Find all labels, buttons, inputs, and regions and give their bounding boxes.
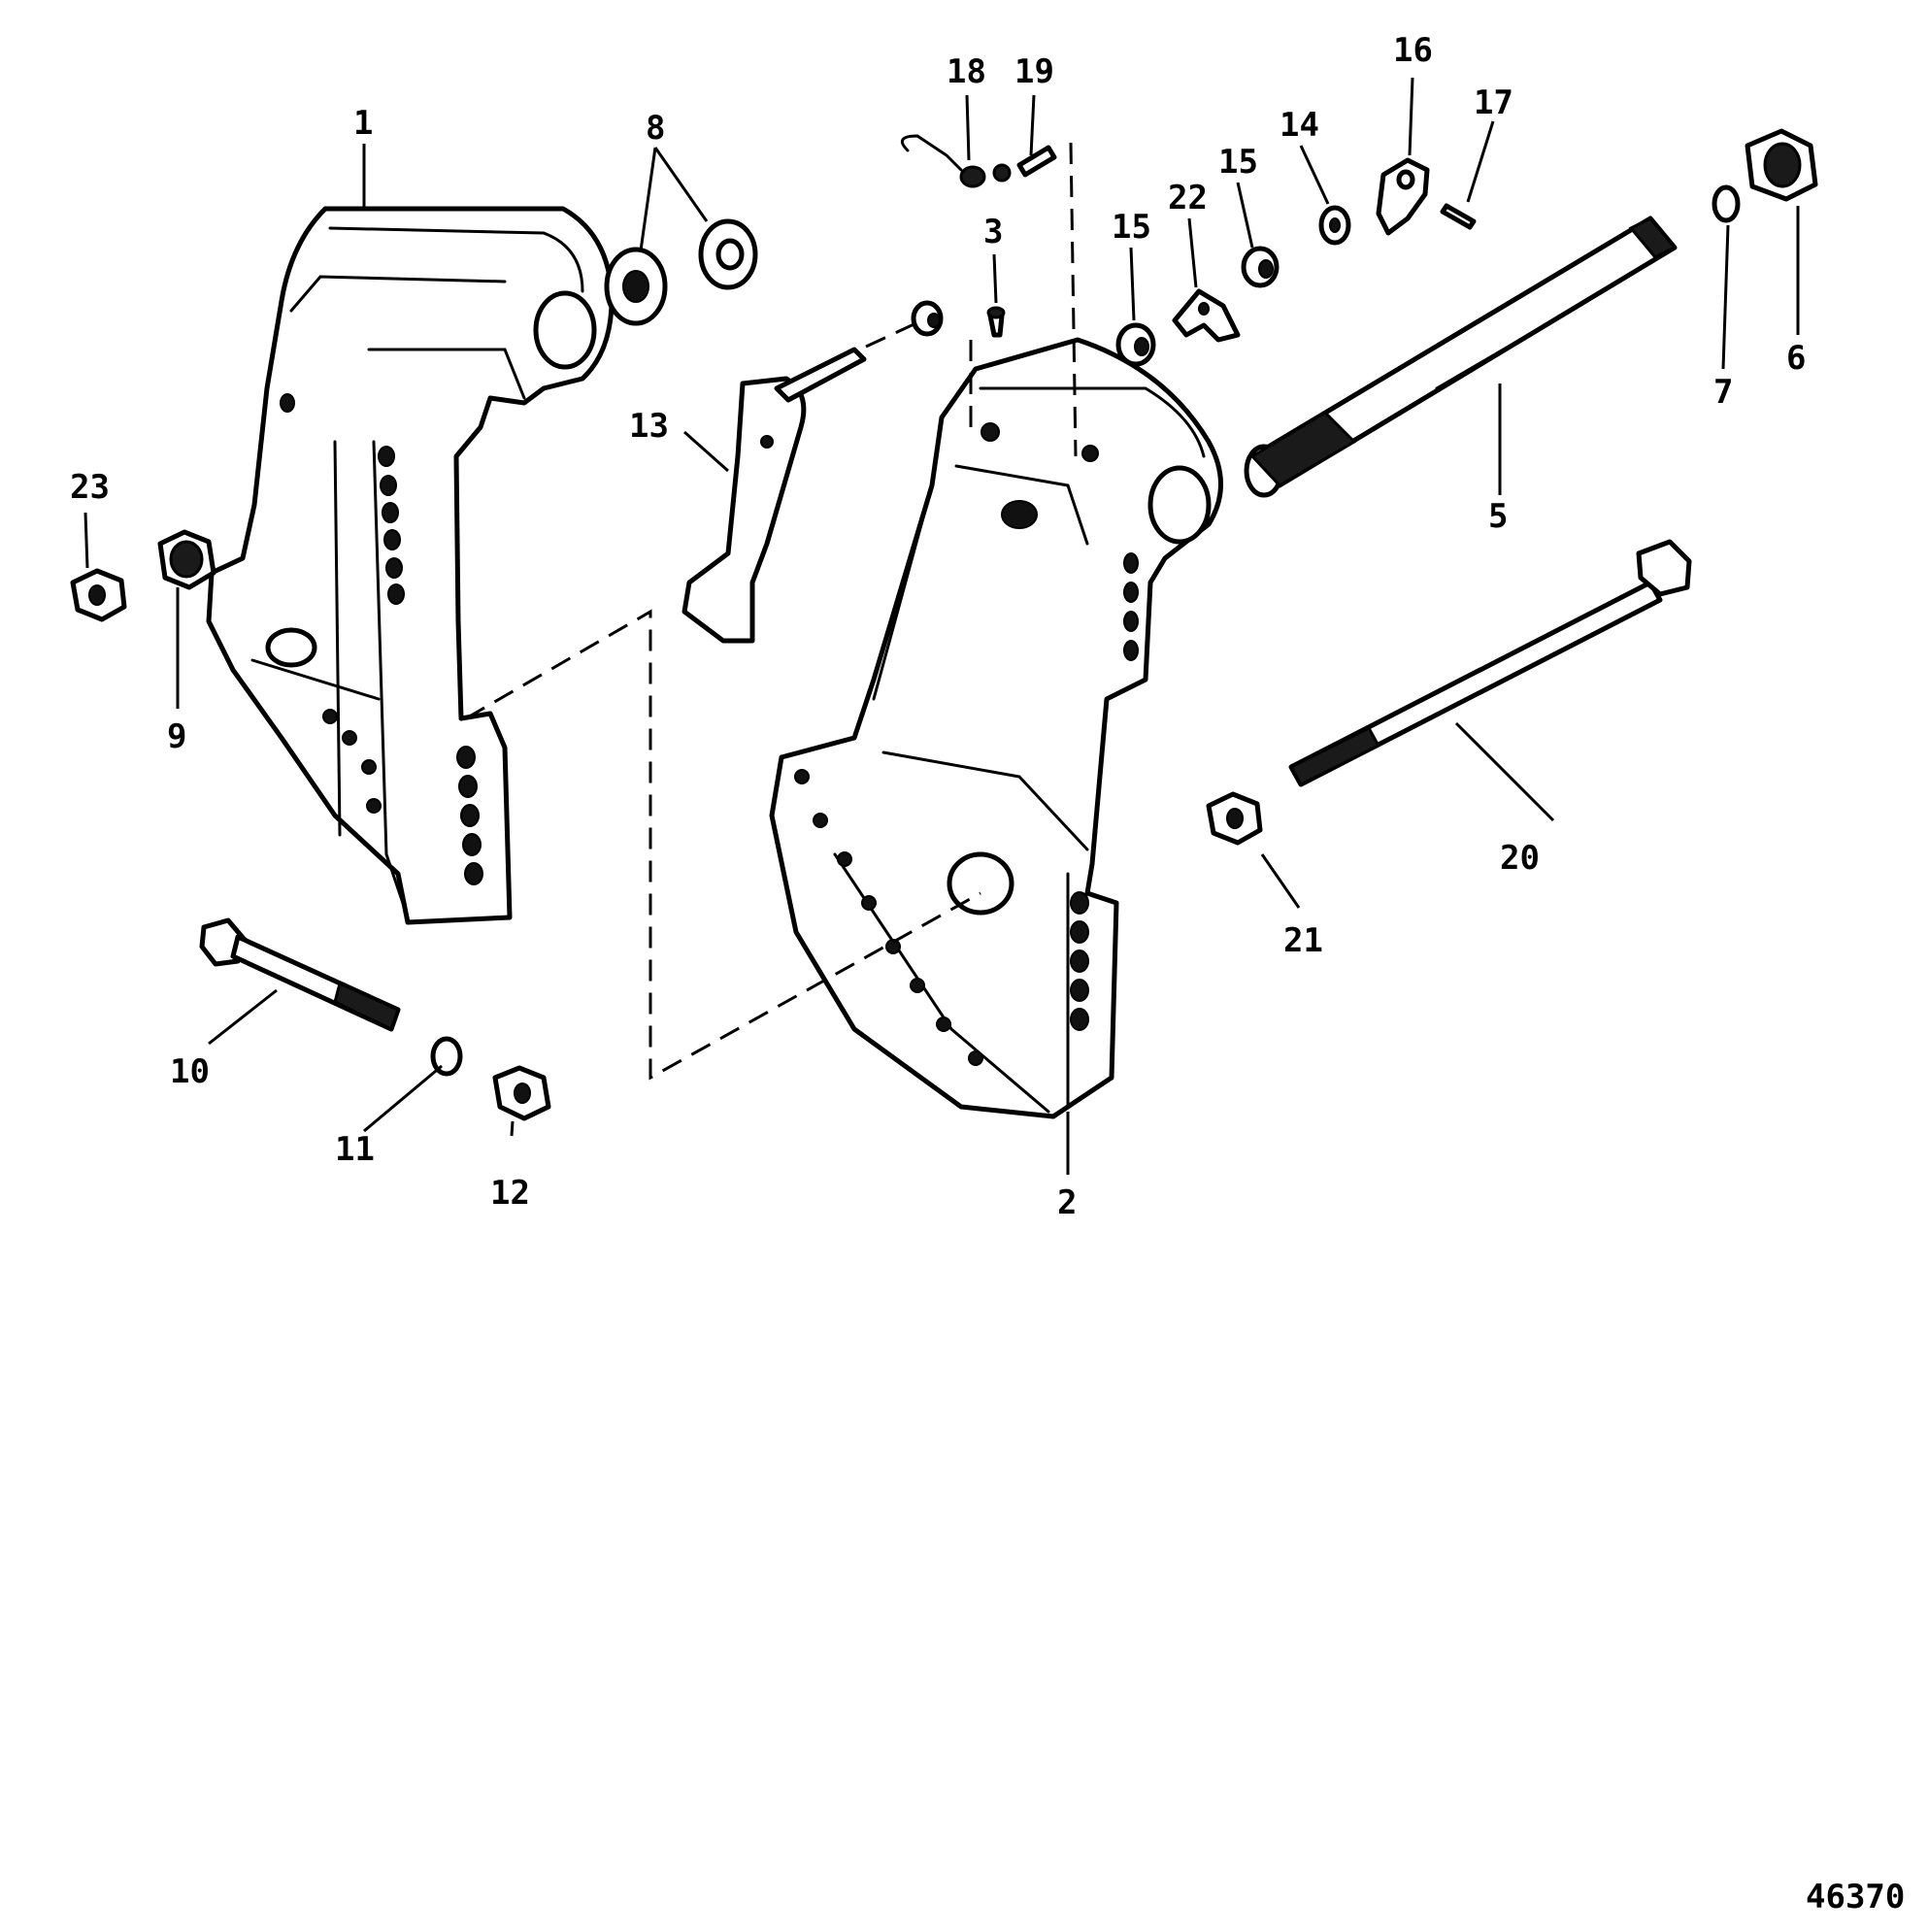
nut-21 [1206,791,1263,846]
callout-2: 2 [1057,1183,1077,1222]
callout-11: 11 [335,1130,375,1169]
right-clamp-bracket [769,337,1223,1119]
nut-23 [70,568,127,622]
callout-14: 14 [1280,106,1319,145]
callout-6: 6 [1786,339,1806,378]
callout-19: 19 [1014,52,1054,91]
short-bolt [199,917,401,1032]
callout-18: 18 [947,52,986,91]
nut-6 [1745,128,1818,202]
tilt-tube [1244,216,1678,498]
washer-14 [1318,205,1351,246]
callout-20: 20 [1500,839,1540,878]
callout-17: 17 [1474,83,1513,122]
spring-18 [900,134,1012,188]
pin-19 [1016,145,1057,178]
tilt-lever [681,347,867,644]
callout-15-left: 15 [1112,208,1151,247]
callout-5: 5 [1488,497,1508,536]
callout-9: 9 [167,717,186,756]
long-bolt [1288,539,1692,787]
latch-16 [1376,157,1430,236]
callout-15-right: 15 [1218,143,1258,182]
bushing-15b [1241,246,1280,288]
left-clamp-bracket [206,206,615,925]
small-bushing [911,300,944,337]
callout-22: 22 [1168,179,1208,217]
assembly-lines [465,142,1078,1081]
callout-10: 10 [170,1052,210,1091]
callouts: 1 8 23 9 13 10 11 12 2 3 18 19 15 22 15 … [70,31,1806,1222]
callout-23: 23 [70,468,110,507]
figure-number: 46370 [1806,1878,1905,1916]
washer-11 [430,1036,463,1077]
callout-3: 3 [983,213,1003,251]
callout-16: 16 [1393,31,1433,70]
screw-3 [986,306,1006,338]
callout-12: 12 [490,1174,530,1213]
ring-7 [1712,184,1741,223]
callout-13: 13 [629,407,669,446]
callout-8: 8 [646,109,665,148]
washers-8 [604,218,758,326]
plate-22 [1172,288,1241,343]
left-bracket-holes [280,393,483,885]
callout-21: 21 [1283,921,1323,960]
callout-1: 1 [353,104,373,143]
bushing-15a [1115,322,1156,367]
pin-17 [1440,203,1477,230]
leader-lines [83,77,1800,1175]
nut-12 [492,1065,551,1121]
lock-nut-9 [157,529,216,590]
right-bracket-holes [794,552,1139,1066]
callout-7: 7 [1713,373,1733,412]
